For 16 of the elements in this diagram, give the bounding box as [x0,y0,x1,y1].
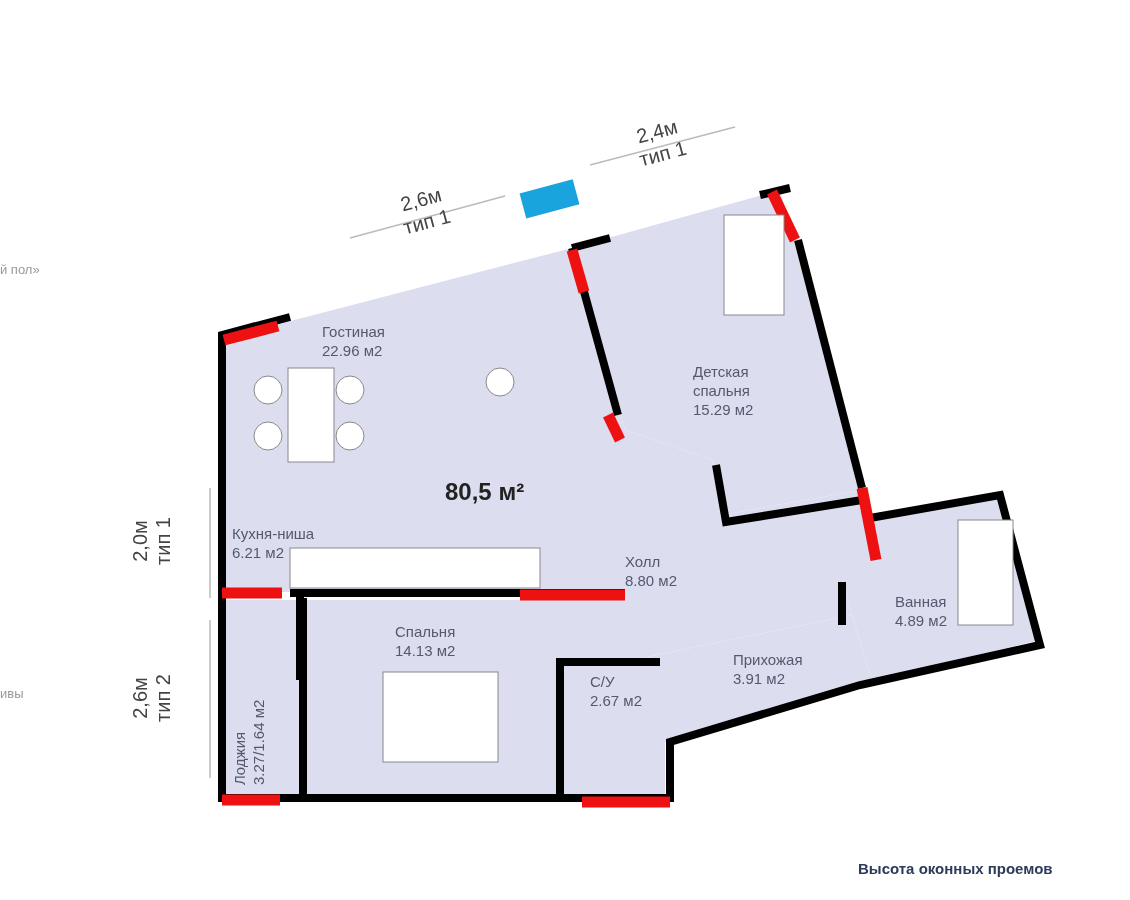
room-label: С/У 2.67 м2 [590,672,643,710]
room-label: Кухня-ниша 6.21 м2 [232,524,315,562]
room-label: Спальня 14.13 м2 [395,622,456,660]
dimension-label: 2,6м тип 1 [396,182,454,241]
room-label: Прихожая 3.91 м2 [733,650,803,688]
room-label: Гостиная 22.96 м2 [322,322,385,360]
dimension-label: 2,6м тип 2 [129,673,175,724]
caption-text: Высота оконных проемов [858,860,1053,877]
note-text: й пол» [0,262,40,277]
dimension-label: 2,0м тип 1 [129,516,175,567]
room-label: Детская спальня 15.29 м2 [693,362,773,419]
total-area-label: 80,5 м² [445,478,525,506]
note-text: ивы [0,686,24,701]
room-label: Ванная 4.89 м2 [895,592,948,630]
dimension-label: 2,4м тип 1 [632,114,690,173]
room-label: Холл 8.80 м2 [625,552,678,590]
